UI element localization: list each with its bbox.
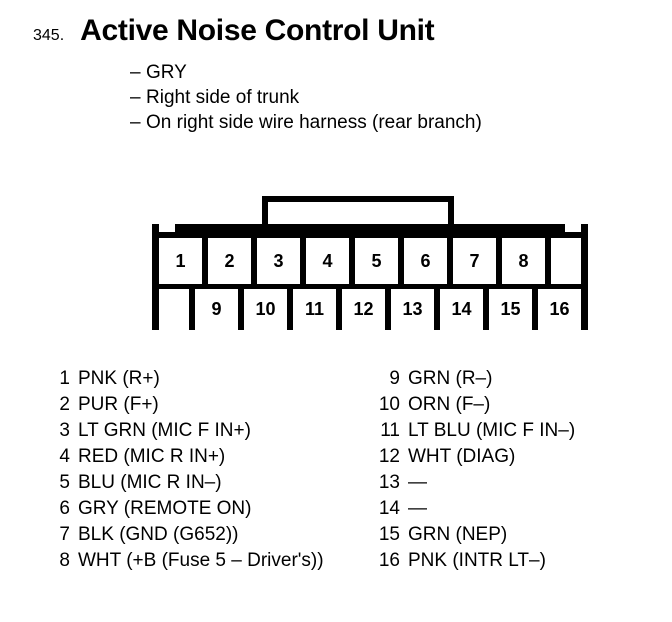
legend-pin-label: PNK (INTR LT–) (408, 550, 546, 571)
pin-cell-blank-bottom-left (159, 289, 189, 330)
legend-row: 7 BLK (GND (G652)) (48, 522, 378, 548)
legend-row: 12 WHT (DIAG) (378, 444, 668, 470)
legend-pin-label: PNK (R+) (78, 368, 160, 389)
legend-row: 10 ORN (F–) (378, 392, 668, 418)
legend-row: 11 LT BLU (MIC F IN–) (378, 418, 668, 444)
legend-row: 14 — (378, 496, 668, 522)
pin-cell-13: 13 (391, 289, 434, 330)
legend-pin-label: — (408, 498, 427, 519)
title-text: Active Noise Control Unit (80, 14, 435, 47)
legend-pin-number: 7 (59, 524, 70, 545)
pin-cell-11: 11 (293, 289, 336, 330)
detail-list: – GRY – Right side of trunk – On right s… (130, 60, 650, 135)
connector-notch-left (159, 224, 175, 238)
legend-row: 15 GRN (NEP) (378, 522, 668, 548)
legend-pin-number: 2 (59, 394, 70, 415)
latch-slot-left (385, 202, 390, 236)
legend-pin-number: 3 (59, 420, 70, 441)
pin-legend-column-left: 1 PNK (R+) 2 PUR (F+) 3 LT GRN (MIC F IN… (48, 366, 378, 574)
legend-pin-label: BLU (MIC R IN–) (78, 472, 222, 493)
legend-pin-number: 1 (59, 368, 70, 389)
legend-pin-label: GRY (REMOTE ON) (78, 498, 252, 519)
legend-pin-number: 13 (378, 472, 400, 493)
legend-row: 3 LT GRN (MIC F IN+) (48, 418, 378, 444)
page-title: 345. Active Noise Control Unit (33, 14, 435, 48)
pin-cell-12: 12 (342, 289, 385, 330)
legend-row: 16 PNK (INTR LT–) (378, 548, 668, 574)
legend-row: 1 PNK (R+) (48, 366, 378, 392)
pin-cell-9: 9 (195, 289, 238, 330)
pin-cell-6: 6 (404, 238, 447, 284)
connector-notch-right (565, 224, 581, 238)
legend-row: 8 WHT (+B (Fuse 5 – Driver's)) (48, 548, 378, 574)
legend-pin-number: 14 (378, 498, 400, 519)
legend-pin-number: 8 (59, 550, 70, 571)
legend-row: 2 PUR (F+) (48, 392, 378, 418)
latch-slot-right (558, 202, 563, 236)
detail-text: On right side wire harness (rear branch) (146, 112, 482, 133)
connector-pin-row-bottom: 9 10 11 12 13 14 15 16 (159, 289, 581, 330)
pin-cell-4: 4 (306, 238, 349, 284)
pin-cell-7: 7 (453, 238, 496, 284)
legend-row: 4 RED (MIC R IN+) (48, 444, 378, 470)
detail-item: – GRY (130, 60, 650, 85)
pin-cell-14: 14 (440, 289, 483, 330)
legend-pin-number: 6 (59, 498, 70, 519)
legend-pin-label: LT BLU (MIC F IN–) (408, 420, 576, 441)
legend-pin-number: 5 (59, 472, 70, 493)
legend-pin-label: GRN (NEP) (408, 524, 508, 545)
legend-pin-number: 9 (389, 368, 400, 389)
detail-text: Right side of trunk (146, 87, 300, 108)
legend-row: 6 GRY (REMOTE ON) (48, 496, 378, 522)
connector-diagram: 1 2 3 4 5 6 7 8 9 10 11 12 13 14 15 16 (152, 196, 588, 330)
pin-cell-2: 2 (208, 238, 251, 284)
legend-pin-number: 11 (380, 420, 400, 441)
legend-pin-number: 16 (378, 550, 400, 571)
detail-item: – On right side wire harness (rear branc… (130, 110, 650, 135)
legend-pin-number: 15 (378, 524, 400, 545)
pin-cell-3: 3 (257, 238, 300, 284)
pin-cell-8: 8 (502, 238, 545, 284)
legend-pin-label: — (408, 472, 427, 493)
pin-cell-5: 5 (355, 238, 398, 284)
connector-pin-row-top: 1 2 3 4 5 6 7 8 (159, 238, 581, 284)
detail-dash: – (130, 62, 141, 83)
legend-row: 9 GRN (R–) (378, 366, 668, 392)
detail-dash: – (130, 112, 141, 133)
detail-text: GRY (146, 62, 187, 83)
legend-pin-label: LT GRN (MIC F IN+) (78, 420, 251, 441)
legend-pin-number: 12 (378, 446, 400, 467)
legend-row: 13 — (378, 470, 668, 496)
legend-pin-label: BLK (GND (G652)) (78, 524, 239, 545)
pin-cell-16: 16 (538, 289, 581, 330)
title-number: 345. (33, 27, 65, 44)
legend-pin-label: RED (MIC R IN+) (78, 446, 226, 467)
pin-legend-column-right: 9 GRN (R–) 10 ORN (F–) 11 LT BLU (MIC F … (378, 366, 668, 574)
legend-row: 5 BLU (MIC R IN–) (48, 470, 378, 496)
legend-pin-label: PUR (F+) (78, 394, 159, 415)
legend-pin-label: WHT (DIAG) (408, 446, 516, 467)
pin-cell-10: 10 (244, 289, 287, 330)
legend-pin-number: 10 (378, 394, 400, 415)
legend-pin-label: WHT (+B (Fuse 5 – Driver's)) (78, 550, 324, 571)
detail-item: – Right side of trunk (130, 85, 650, 110)
detail-dash: – (130, 87, 141, 108)
legend-pin-label: GRN (R–) (408, 368, 493, 389)
legend-pin-label: ORN (F–) (408, 394, 491, 415)
pin-cell-blank-top-right (551, 238, 581, 284)
legend-pin-number: 4 (59, 446, 70, 467)
pin-cell-15: 15 (489, 289, 532, 330)
pin-cell-1: 1 (159, 238, 202, 284)
